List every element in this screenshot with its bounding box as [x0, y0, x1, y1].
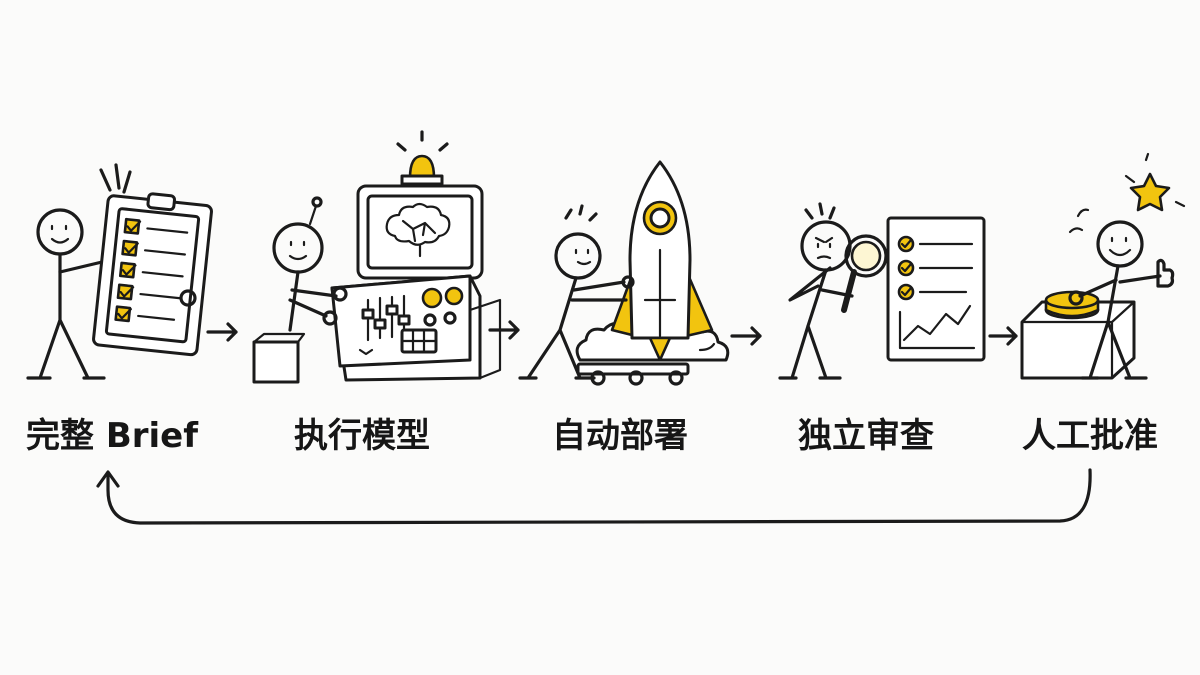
approve-button-icon	[1020, 152, 1186, 380]
step-label-review: 独立审查	[798, 416, 934, 456]
step-label-deploy: 自动部署	[552, 416, 688, 456]
robot-control-panel-icon	[252, 130, 502, 384]
clipboard-checklist-icon	[26, 163, 213, 380]
rocket-launch-icon	[518, 160, 730, 386]
step-label-approve: 人工批准	[1022, 416, 1158, 456]
flow-arrow-3	[730, 326, 762, 346]
step-label-brief: 完整 Brief	[25, 416, 199, 456]
step-label-model: 执行模型	[294, 416, 430, 456]
star-icon	[1129, 172, 1171, 212]
flow-arrow-1	[206, 322, 238, 342]
magnifier-report-icon	[778, 202, 986, 380]
brain-icon	[385, 202, 451, 258]
checkbox-list	[114, 217, 189, 323]
feedback-loop-arrow	[106, 468, 1092, 525]
flow-arrow-2	[488, 320, 520, 340]
flow-arrow-4	[988, 326, 1018, 346]
feedback-loop-arrowhead	[96, 470, 120, 488]
